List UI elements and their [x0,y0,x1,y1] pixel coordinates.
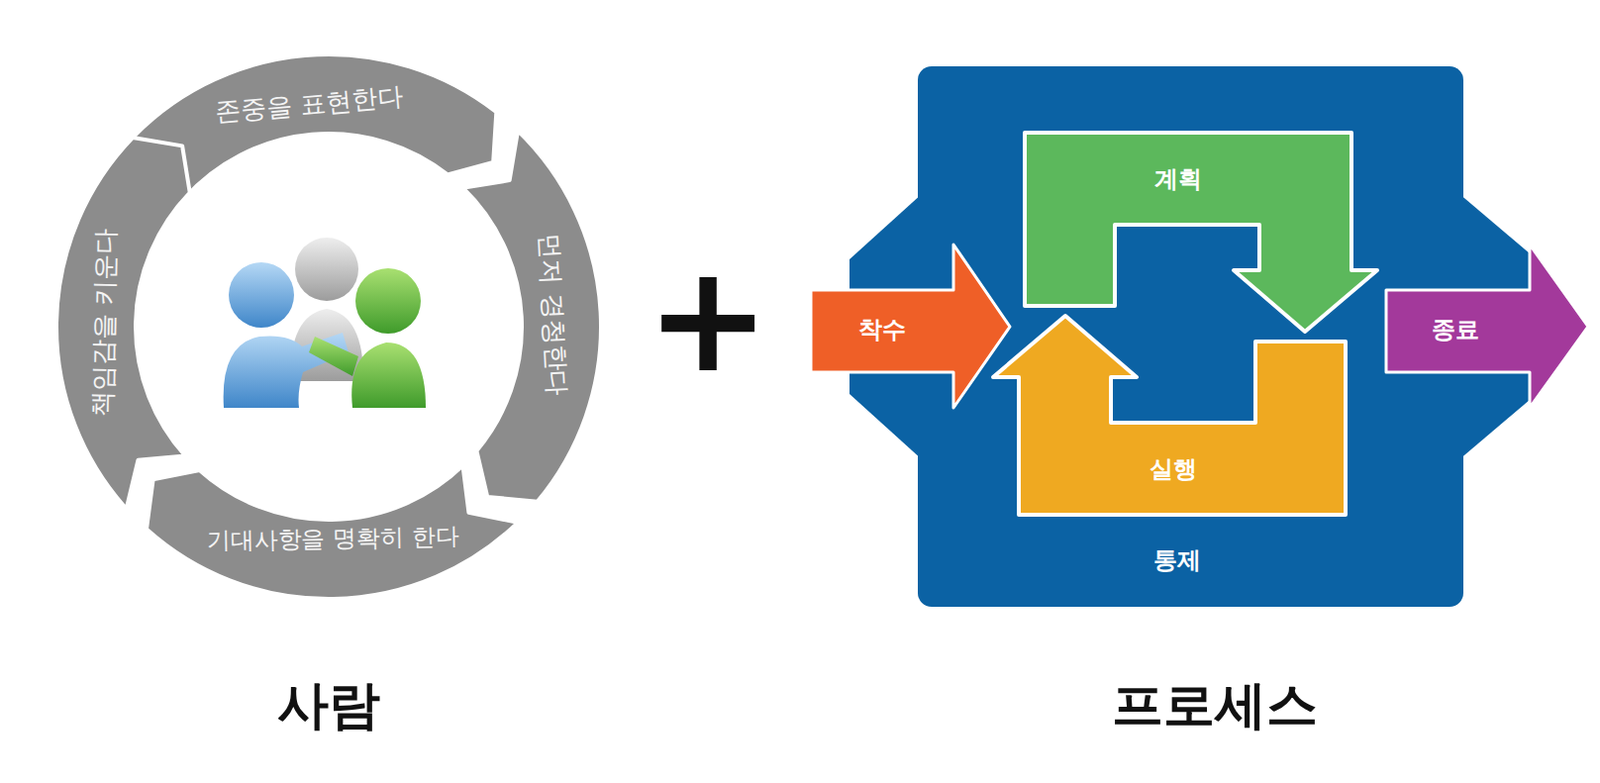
end-arrow-label: 종료 [1431,316,1480,345]
ring-segment-label: 책임감을 키운다 [88,228,121,418]
plan-arrow-shape [1024,132,1378,332]
control-panel-label: 통제 [1153,547,1201,576]
section-caption: 프로세스 [1111,679,1318,731]
ring-segment-outline [51,49,606,604]
ring-segment-shape [56,137,191,509]
execute-arrow-label: 실행 [1149,456,1198,485]
ring-segment-shape [462,130,601,502]
execute-arrow-outline [989,311,1350,519]
plus-sign: + [645,244,771,394]
plan-arrow: 계획 [1020,128,1382,336]
plan-arrow-outline [1020,128,1382,336]
execute-arrow: 실행 [989,311,1350,519]
end-arrow-outline [1382,240,1593,412]
plan-arrow-label: 계획 [1154,166,1202,195]
ring-segment: 책임감을 키운다 [51,49,606,604]
start-arrow: 착수 [806,240,1015,412]
ring-segment-shape [146,465,518,600]
ring-segment-label: 기대사항을 명확히 한다 [205,523,460,556]
end-arrow: 종료 [1382,240,1593,412]
execute-arrow-shape [993,315,1346,515]
section-caption: 사람 [277,679,381,731]
start-arrow-label: 착수 [858,316,906,345]
start-arrow-outline [806,240,1015,412]
end-arrow-shape [1386,244,1589,408]
people-icon [140,138,517,515]
